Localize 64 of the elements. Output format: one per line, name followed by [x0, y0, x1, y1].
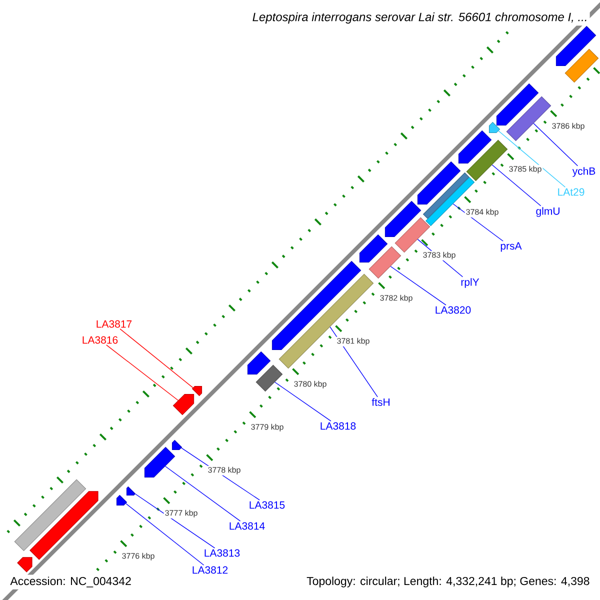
feature-bar [506, 96, 552, 142]
info-text: Topology: circular; Length: 4,332,241 bp; Genes: 4,398 [304, 574, 592, 590]
leader-line [330, 326, 378, 398]
scale-label: 3782 kbp [378, 294, 414, 304]
gene-block [417, 161, 461, 205]
gene-label: LAt29 [558, 188, 584, 196]
gene-label: LA3817 [96, 320, 132, 328]
scale-label: 3786 kbp [550, 122, 586, 132]
gene-label: ychB [572, 167, 596, 177]
scale-label: 3777 kbp [164, 508, 199, 518]
title: Leptospira interrogans serovar Lai str. 56601 chromosome I, ... [250, 10, 590, 26]
gene-block [144, 446, 176, 478]
gene-label: LA3815 [250, 501, 285, 509]
gene-label: LA3816 [82, 336, 118, 344]
gene-label: LA3812 [192, 566, 228, 574]
feature-bar [394, 217, 430, 253]
leader-line [498, 130, 566, 188]
leader-line [135, 494, 216, 548]
scale-label: 3783 kbp [422, 250, 457, 260]
gene-block [172, 440, 182, 450]
feature-bar [368, 246, 402, 279]
gene-label: rplY [461, 278, 480, 288]
gene-block [359, 234, 388, 263]
feature-bar [256, 364, 283, 392]
gene-label: glmU [536, 207, 560, 217]
gene-block [17, 557, 32, 572]
gene-block [30, 491, 98, 560]
leader-line [106, 344, 178, 401]
info-text: Accession: NC_004342 [8, 574, 134, 590]
gene-label: LA3820 [436, 306, 471, 314]
gene-block [384, 200, 422, 238]
leader-line [120, 328, 194, 388]
leader-line [533, 123, 578, 166]
gene-block [126, 486, 136, 496]
gene-block [488, 122, 500, 133]
gene-label: ftsH [372, 398, 390, 406]
leader-line [126, 503, 204, 566]
leader-line [274, 382, 332, 422]
gene-block [172, 394, 194, 416]
gene-block [458, 130, 492, 164]
leader-line [164, 466, 241, 522]
feature-bar [466, 140, 508, 182]
gene-block [247, 351, 271, 375]
scale-label: 3776 kbp [120, 552, 156, 562]
gene-block [556, 26, 596, 66]
scale-label: 3780 kbp [292, 380, 328, 390]
gene-label: prsA [500, 242, 522, 252]
scale-label: 3779 kbp [250, 422, 285, 432]
leader-line [492, 164, 542, 206]
gene-block [116, 494, 127, 506]
scale-label: 3785 kbp [508, 164, 543, 174]
gene-label: LA3813 [204, 549, 240, 557]
leader-line [452, 204, 504, 242]
feature-bar [278, 274, 374, 369]
gene-label: LA3818 [320, 422, 356, 430]
scale-label: 3778 kbp [206, 466, 242, 476]
gene-label: LA3814 [230, 522, 265, 530]
scale-label: 3781 kbp [336, 336, 371, 346]
scale-label: 3784 kbp [464, 208, 500, 218]
gene-block [192, 386, 202, 396]
leader-line [390, 266, 446, 306]
feature-bar [564, 48, 599, 83]
gene-block [496, 83, 539, 126]
feature-bar [14, 479, 86, 552]
